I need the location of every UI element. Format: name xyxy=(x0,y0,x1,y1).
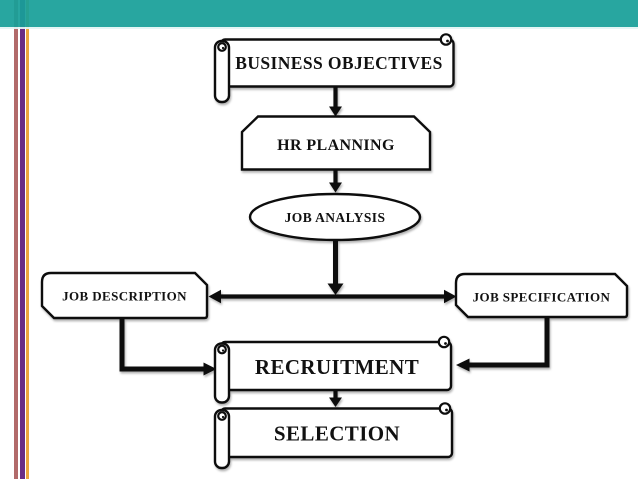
node-hr-planning: HR PLANNING xyxy=(240,115,432,171)
elbow-description-to-recruitment xyxy=(119,318,204,372)
node-label-selection: SELECTION xyxy=(274,422,400,446)
arrowhead-right-icon xyxy=(444,289,457,304)
node-job-description: JOB DESCRIPTION xyxy=(40,271,209,320)
arrowhead-down-icon xyxy=(329,106,342,117)
arrowhead-down-icon xyxy=(329,397,342,407)
node-selection: SELECTION xyxy=(213,402,454,470)
arrowhead-down-icon xyxy=(329,182,342,193)
top-accent-bar xyxy=(0,0,638,29)
node-label-business-objectives: BUSINESS OBJECTIVES xyxy=(235,53,442,73)
arrowhead-down-icon xyxy=(327,283,344,295)
arrowhead-left-icon xyxy=(456,358,470,372)
left-stripe-rose xyxy=(14,0,18,479)
node-job-specification: JOB SPECIFICATION xyxy=(454,272,629,319)
left-stripe-gold xyxy=(26,0,29,479)
node-label-hr-planning: HR PLANNING xyxy=(277,137,395,154)
node-label-job-specification: JOB SPECIFICATION xyxy=(473,290,611,305)
node-recruitment: RECRUITMENT xyxy=(213,335,453,404)
node-job-analysis: JOB ANALYSIS xyxy=(248,192,422,242)
node-label-job-description: JOB DESCRIPTION xyxy=(62,289,187,304)
arrowhead-right-icon xyxy=(203,362,217,376)
node-label-recruitment: RECRUITMENT xyxy=(255,355,419,379)
elbow-specification-to-recruitment xyxy=(469,317,550,368)
connectors xyxy=(119,87,550,407)
arrowhead-left-icon xyxy=(208,289,221,304)
left-stripe-purple xyxy=(19,0,25,479)
node-business-objectives: BUSINESS OBJECTIVES xyxy=(213,33,455,104)
node-label-job-analysis: JOB ANALYSIS xyxy=(285,210,386,225)
